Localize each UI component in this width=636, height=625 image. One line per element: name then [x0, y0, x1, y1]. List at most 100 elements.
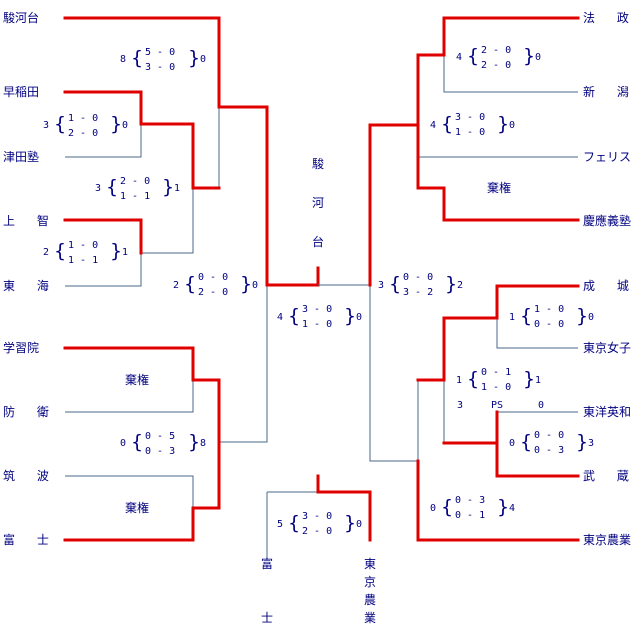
- score-half-2: 1 - 1: [68, 255, 98, 266]
- left-team: 駿河台: [3, 10, 39, 25]
- score-half-2: 1 - 0: [481, 382, 511, 393]
- score-total-b: 0: [535, 52, 541, 63]
- walkover-label: 棄権: [125, 500, 149, 515]
- right-team: 東洋英和: [583, 404, 631, 419]
- right-loser-lines: [266, 40, 578, 560]
- score-half-1: 0 - 0: [534, 430, 564, 441]
- right-winner-lines: [368, 16, 580, 542]
- score-half-2: 2 - 0: [68, 128, 98, 139]
- match-score: 0 { 0 - 0 0 - 3 } 3: [509, 430, 594, 456]
- match-score: 1 { 0 - 1 1 - 0 } 1: [456, 367, 541, 393]
- penalty-shootout: 3 PS 0: [457, 400, 544, 411]
- score-half-2: 2 - 0: [198, 287, 228, 298]
- score-total-a: 2: [173, 280, 179, 291]
- left-loser-lines: [65, 107, 318, 508]
- brace-open: {: [467, 45, 479, 67]
- score-total-b: 0: [356, 312, 362, 323]
- score-total-a: 2: [43, 247, 49, 258]
- score-total-b: 0: [356, 519, 362, 530]
- score-half-2: 0 - 3: [145, 446, 175, 457]
- brace-open: {: [131, 47, 143, 69]
- score-half-1: 0 - 0: [403, 272, 433, 283]
- score-total-b: 3: [588, 438, 594, 449]
- score-half-1: 2 - 0: [120, 176, 150, 187]
- left-team: 防 衛: [3, 404, 49, 419]
- left-team: 早稲田: [3, 85, 39, 99]
- score-total-a: 0: [509, 438, 515, 449]
- brace-open: {: [520, 305, 532, 327]
- score-total-b: 4: [509, 503, 515, 514]
- score-half-2: 1 - 0: [302, 319, 332, 330]
- score-total-b: 1: [122, 247, 128, 258]
- score-half-1: 3 - 0: [455, 112, 485, 123]
- score-half-1: 1 - 0: [68, 240, 98, 251]
- score-half-2: 3 - 2: [403, 287, 433, 298]
- score-total-b: 1: [535, 375, 541, 386]
- third-place-right-name: 東 京 農 業: [364, 557, 376, 625]
- third-place-char: 富: [261, 556, 273, 571]
- brace-close: }: [344, 305, 356, 327]
- left-team: 富 士: [3, 532, 49, 547]
- brace-open: {: [54, 113, 66, 135]
- brace-open: {: [389, 273, 401, 295]
- pk-label: PS: [491, 400, 503, 411]
- score-total-a: 3: [43, 120, 49, 131]
- match-score: 0 { 0 - 5 0 - 3 } 8: [120, 431, 206, 457]
- brace-close: }: [110, 240, 122, 262]
- brace-open: {: [131, 431, 143, 453]
- score-half-1: 1 - 0: [68, 113, 98, 124]
- score-total-b: 0: [200, 54, 206, 65]
- brace-close: }: [497, 113, 509, 135]
- right-team: 慶應義塾: [583, 213, 631, 228]
- score-half-2: 2 - 0: [481, 60, 511, 71]
- match-score: 0 { 0 - 3 0 - 1 } 4: [430, 495, 515, 521]
- score-half-2: 0 - 0: [534, 319, 564, 330]
- pk-left: 3: [457, 400, 463, 411]
- score-half-1: 5 - 0: [145, 47, 175, 58]
- score-total-a: 3: [95, 183, 101, 194]
- score-half-1: 3 - 0: [302, 304, 332, 315]
- score-total-a: 5: [277, 519, 283, 530]
- score-half-1: 3 - 0: [302, 511, 332, 522]
- match-score: 3 { 1 - 0 2 - 0 } 0: [43, 113, 128, 139]
- match-score: 2 { 1 - 0 1 - 1 } 1: [43, 240, 128, 266]
- match-score: 4 { 2 - 0 2 - 0 } 0: [456, 45, 541, 71]
- left-team-names: 駿河台 早稲田 津田塾 上 智 東 海 学習院 防 衛 筑 波 富 士: [3, 10, 49, 547]
- right-team: 東京農業: [583, 533, 631, 547]
- champion-char: 台: [312, 234, 324, 249]
- brace-close: }: [576, 431, 588, 453]
- brace-close: }: [344, 512, 356, 534]
- match-score-final: 4 { 3 - 0 1 - 0 } 0: [277, 304, 362, 330]
- champion-char: 河: [312, 196, 324, 210]
- score-total-a: 0: [430, 503, 436, 514]
- score-total-b: 8: [200, 438, 206, 449]
- score-half-2: 1 - 0: [455, 127, 485, 138]
- score-total-b: 0: [588, 312, 594, 323]
- score-total-a: 1: [456, 375, 462, 386]
- score-total-b: 1: [174, 183, 180, 194]
- score-half-1: 1 - 0: [534, 304, 564, 315]
- brace-open: {: [441, 113, 453, 135]
- brace-open: {: [441, 496, 453, 518]
- score-half-1: 0 - 5: [145, 431, 175, 442]
- score-half-2: 1 - 1: [120, 191, 150, 202]
- brace-close: }: [523, 368, 535, 390]
- brace-close: }: [240, 273, 252, 295]
- score-total-a: 1: [509, 312, 515, 323]
- brace-close: }: [445, 273, 457, 295]
- brace-open: {: [288, 512, 300, 534]
- brace-close: }: [576, 305, 588, 327]
- score-total-a: 8: [120, 54, 126, 65]
- third-place-char: 京: [364, 575, 376, 589]
- brace-close: }: [162, 176, 174, 198]
- brace-close: }: [110, 113, 122, 135]
- walkover-label: 棄権: [125, 372, 149, 387]
- right-team: 新 潟: [583, 84, 629, 99]
- match-score: 4 { 3 - 0 1 - 0 } 0: [430, 112, 515, 138]
- score-half-1: 2 - 0: [481, 45, 511, 56]
- brace-open: {: [288, 305, 300, 327]
- right-team: 成 城: [583, 279, 629, 293]
- score-half-2: 0 - 3: [534, 445, 564, 456]
- left-team: 上 智: [3, 213, 49, 228]
